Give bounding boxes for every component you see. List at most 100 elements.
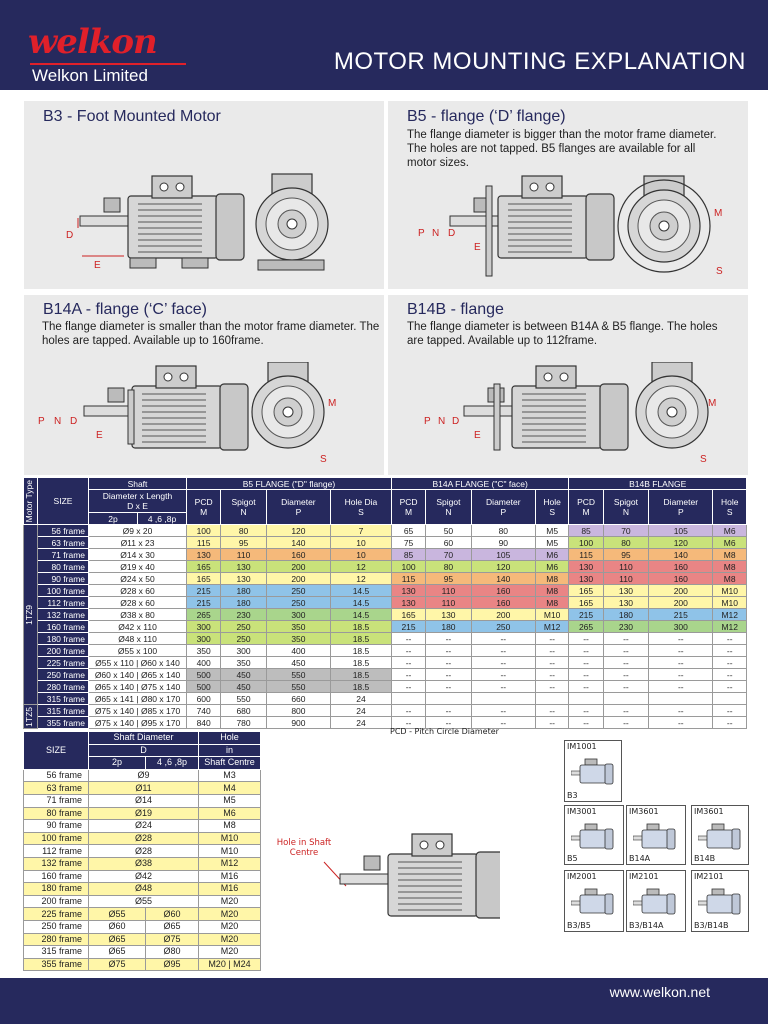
website-link[interactable]: www.welkon.net	[609, 984, 710, 1000]
size-cell: 112 frame	[37, 596, 89, 609]
b5-value-cell: 200	[265, 572, 332, 585]
b14b-value-cell: --	[568, 656, 604, 669]
shaft-cell: Ø28 x 60	[88, 584, 187, 597]
b14a-value-cell: --	[425, 644, 472, 657]
b5-value-cell: 165	[185, 572, 222, 585]
st-shaft-cell: Ø28	[88, 831, 199, 846]
b5-dim-d: D	[448, 228, 455, 239]
b5-value-cell: 14.5	[330, 596, 392, 609]
size-cell: 355 frame	[37, 716, 89, 729]
b14a-value-cell: 130	[390, 596, 427, 609]
im-code-label: IM3001	[567, 807, 597, 816]
st-hole-cell: M10	[198, 831, 261, 846]
b5-value-cell: 110	[220, 548, 267, 561]
b14b-value-cell: --	[568, 668, 604, 681]
im-code-caption: B3/B5	[567, 921, 591, 930]
st-shaft-cell: Ø19	[88, 806, 199, 821]
b5-value-cell: 215	[185, 596, 222, 609]
b14b-value-cell: 230	[602, 620, 650, 633]
b14a-value-cell: --	[534, 632, 570, 645]
b5-value-cell: 500	[185, 668, 222, 681]
b5-value-cell: 165	[185, 560, 222, 573]
st-hole-cell: M20 | M24	[198, 957, 261, 972]
b14a-value-cell: 80	[470, 524, 536, 537]
b14a-value-cell: 130	[425, 608, 472, 621]
im-code-label: IM3601	[629, 807, 659, 816]
st-size-cell: 80 frame	[23, 806, 89, 821]
b5-spigot-sub: N	[240, 507, 247, 517]
b14a-value-cell: --	[470, 704, 536, 717]
b14a-value-cell: --	[425, 632, 472, 645]
size-cell: 90 frame	[37, 572, 89, 585]
b14a-value-cell: 140	[470, 572, 536, 585]
b14b-spigot-label: Spigot	[613, 497, 638, 507]
b14a-value-cell: --	[470, 632, 536, 645]
b14b-diameter-sub: P	[677, 507, 684, 517]
b14b-value-cell: --	[648, 632, 714, 645]
size-cell: 200 frame	[37, 644, 89, 657]
dim-d-label: D	[66, 230, 73, 241]
b14b-value-cell: 200	[648, 584, 714, 597]
company-logo: welkon Welkon Limited	[28, 22, 188, 85]
b14b-value-cell: 120	[648, 536, 714, 549]
b14a-value-cell: 105	[470, 548, 536, 561]
b5-value-cell: 200	[265, 560, 332, 573]
b5-value-cell: 450	[220, 680, 267, 693]
b14a-hole-label: Hole	[543, 497, 561, 507]
b5-value-cell: 24	[330, 704, 392, 717]
b5-value-cell: 450	[220, 668, 267, 681]
shaft-cell: Ø9 x 20	[88, 524, 187, 537]
st-size-cell: 280 frame	[23, 932, 89, 947]
st-shaft-cell: Ø38	[88, 856, 199, 871]
b5-value-cell: 350	[220, 656, 267, 669]
pole-468-header: 4 ,6 ,8p	[137, 512, 187, 525]
motor-type-header: Motor Type	[23, 477, 38, 525]
b5-value-cell: 18.5	[330, 620, 392, 633]
st-hole-cell: M20	[198, 894, 261, 909]
st-shaft-cell: Ø11	[88, 781, 199, 795]
b5-value-cell: 300	[265, 608, 332, 621]
b14a-value-cell: M6	[534, 548, 570, 561]
header-bar: welkon Welkon Limited MOTOR MOUNTING EXP…	[0, 0, 768, 90]
b5-value-cell: 80	[220, 524, 267, 537]
b5-value-cell: 215	[185, 584, 222, 597]
footer-bar: www.welkon.net	[0, 978, 768, 1024]
st-shaft-2p-cell: Ø60	[88, 919, 146, 934]
b5-value-cell: 10	[330, 536, 392, 549]
b14a-value-cell: 160	[470, 596, 536, 609]
b14b-value-cell: 180	[602, 608, 650, 621]
size-cell: 63 frame	[37, 536, 89, 549]
size-cell: 71 frame	[37, 548, 89, 561]
b14b-value-cell: 80	[602, 536, 650, 549]
b14b-value-cell: 70	[602, 524, 650, 537]
b14b-pcd-sub: M	[582, 507, 590, 517]
st-size-cell: 355 frame	[23, 957, 89, 972]
b5-value-cell: 300	[185, 620, 222, 633]
b14b-value-cell: 165	[568, 584, 604, 597]
st-hole-cell: M16	[198, 869, 261, 884]
im-code-caption: B14A	[629, 854, 651, 863]
b14b-value-cell: 300	[648, 620, 714, 633]
st-hole-cell: M20	[198, 907, 261, 921]
b14a-value-cell: --	[425, 680, 472, 693]
b14a-value-cell: M8	[534, 596, 570, 609]
